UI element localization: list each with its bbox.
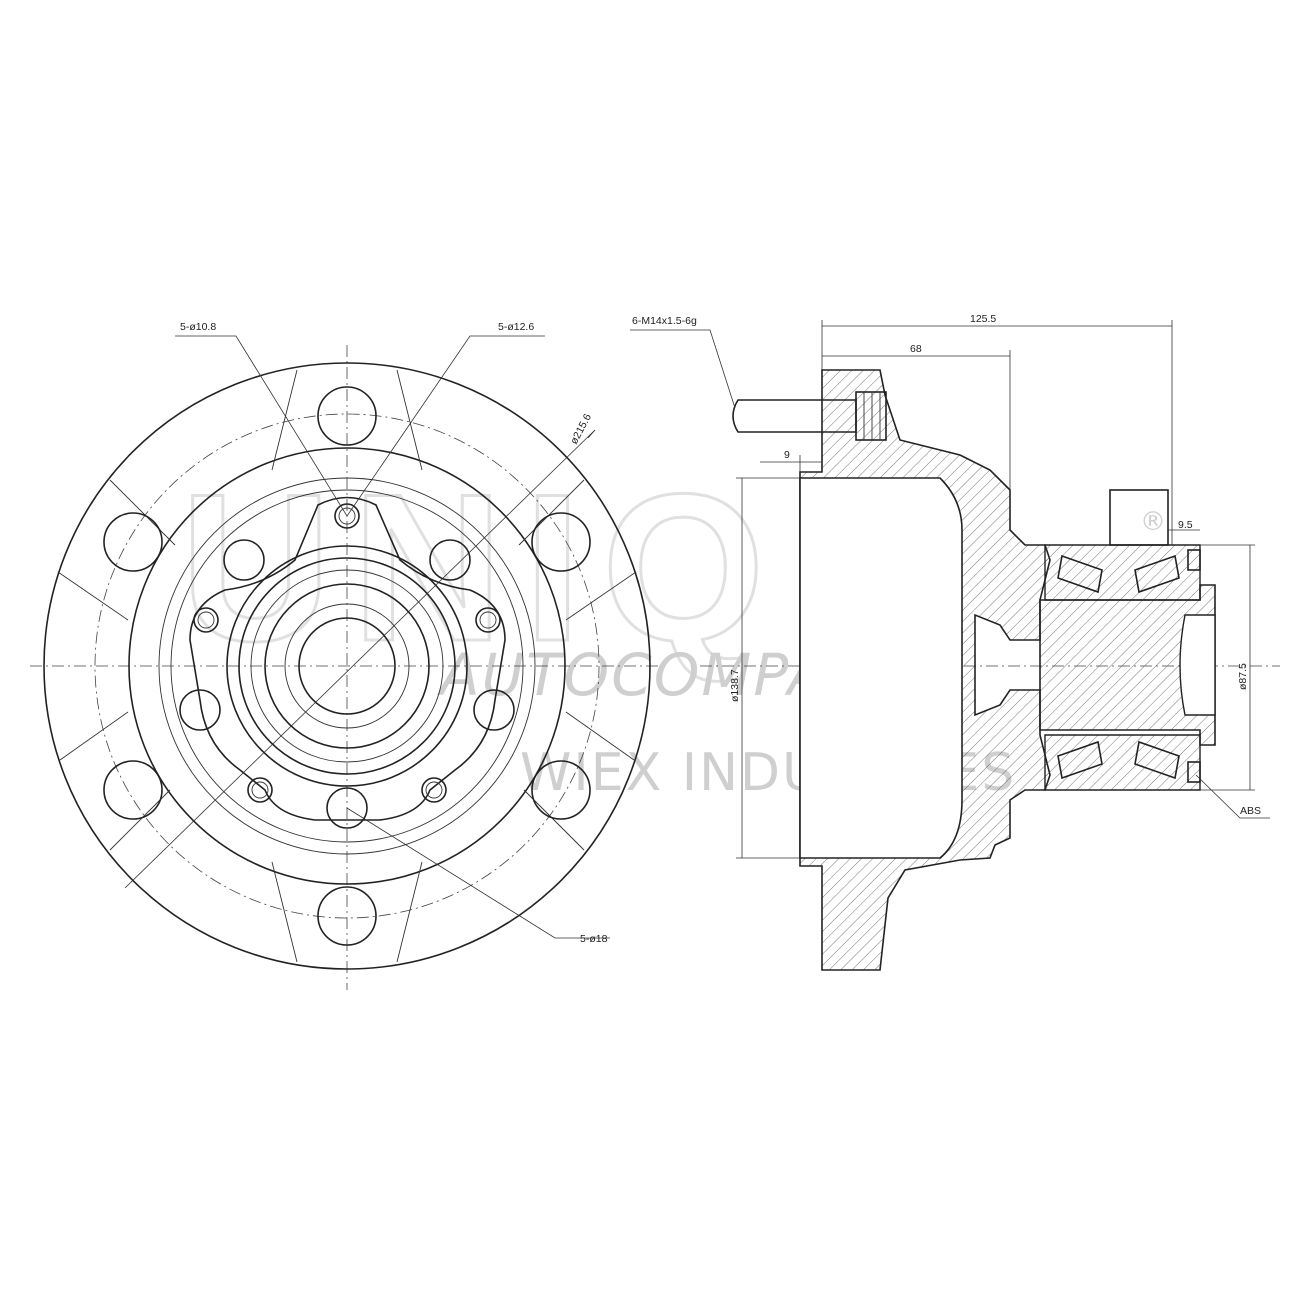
label-stud-thread: 6-M14x1.5-6g	[632, 315, 697, 327]
bearing-bottom	[1044, 734, 1201, 791]
label-bearing-diameter: ø87.5	[1237, 663, 1249, 690]
hub-ring-5	[284, 603, 410, 729]
hub-ring-3	[250, 569, 444, 763]
large-holes	[103, 386, 591, 946]
flange-ring-3	[170, 489, 524, 843]
hub-ring-2	[238, 557, 456, 775]
hub-ring-4	[264, 583, 430, 749]
wheel-stud	[732, 391, 887, 441]
watermark-registered: ®	[1140, 507, 1166, 537]
label-bore-diameter: ø138.7	[729, 669, 741, 702]
section-view: 6-M14x1.5-6g 125.5 68 9 ø138.7 9.5 ø87.5…	[630, 313, 1280, 971]
label-flange-offset: 9	[784, 449, 790, 461]
label-flange-to-step: 68	[910, 343, 922, 355]
label-abs: ABS	[1240, 805, 1261, 817]
label-5-dia-12-6: 5-ø12.6	[498, 321, 534, 333]
hub-bore-section	[799, 477, 963, 859]
label-overall-length: 125.5	[970, 313, 996, 325]
bearing-top	[1044, 544, 1201, 601]
small-holes	[193, 503, 501, 803]
spokes	[57, 369, 637, 963]
hub-ring-1	[226, 545, 468, 787]
label-bearing-offset: 9.5	[1178, 519, 1193, 531]
label-5-dia-18: 5-ø18	[580, 933, 608, 945]
pitch-circle	[94, 413, 600, 919]
front-leaders	[124, 335, 610, 939]
mid-holes	[179, 539, 515, 829]
label-pcd: ø215.6	[568, 412, 594, 447]
section-dimensions	[630, 320, 1270, 859]
flange-ring-2	[158, 477, 536, 855]
label-5-dia-10-8: 5-ø10.8	[180, 321, 216, 333]
flange-inner-ring	[128, 447, 566, 885]
front-view: 5-ø10.8 5-ø12.6 5-ø18 ø215.6	[30, 321, 660, 990]
outer-rim	[43, 362, 651, 970]
knuckle-tab	[1109, 489, 1169, 546]
watermark-brand: AUTOCOMPAS	[436, 641, 868, 709]
hub-bore	[298, 617, 396, 715]
